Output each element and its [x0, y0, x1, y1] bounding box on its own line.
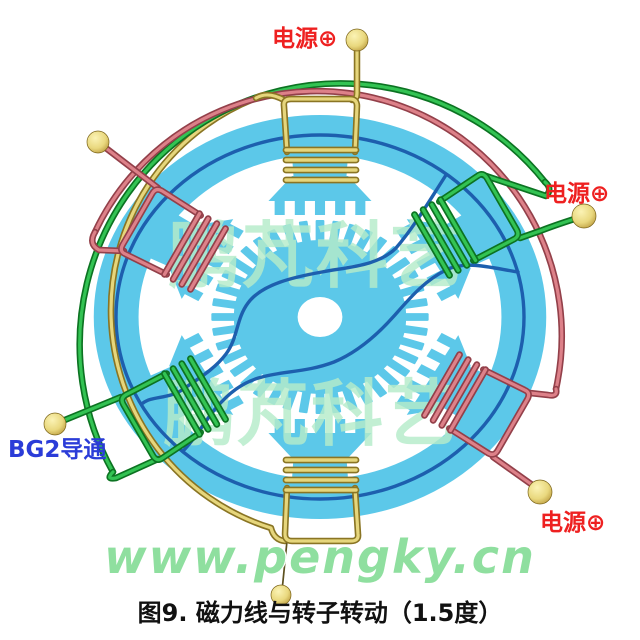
rotor-tooth: [211, 313, 238, 321]
green-arc-hook-bottom: [106, 455, 162, 482]
rotor-tooth: [341, 386, 358, 411]
rotor-tooth: [397, 336, 425, 351]
rotor-tooth: [282, 223, 299, 248]
rotor-tooth: [267, 381, 286, 405]
rotor-tooth: [229, 357, 256, 377]
terminal-ball-bottom-right: [527, 479, 553, 505]
rotor-tooth: [253, 236, 275, 260]
terminal-ball-top: [345, 28, 369, 52]
rotor-tooth: [354, 381, 373, 405]
rotor-tooth: [298, 220, 312, 245]
label-power-bottom-right: 电源⊕: [540, 510, 605, 536]
rotor-tooth: [365, 374, 387, 398]
red-lead-bottomright-ball: [489, 453, 542, 493]
label-power-top: 电源⊕: [272, 26, 337, 52]
terminal-ball-upper-left: [86, 130, 110, 154]
rotor-tooth: [365, 236, 387, 260]
terminal-ball-bottom: [270, 584, 292, 606]
rotor-tooth: [298, 389, 312, 414]
coil-top-yellow: [280, 95, 361, 184]
flux-yoke-loop: [114, 133, 526, 501]
supply-arc-red: [91, 87, 566, 393]
red-arc-hook-right: [526, 385, 560, 399]
pole-coils: [118, 95, 532, 545]
watermark-site-url: www.pengky.cn: [104, 530, 536, 584]
rotor-tooth: [354, 229, 373, 253]
coil-upper-left-red: [118, 186, 229, 293]
rotor-tooth: [212, 324, 239, 336]
rotor-tooth: [215, 336, 243, 351]
rotor-tooth: [229, 257, 256, 277]
coil-lower-right-red: [421, 351, 532, 458]
rotor-tooth: [384, 257, 411, 277]
yellow-lead-top-coil: [252, 91, 288, 104]
rotor-tooth: [221, 347, 248, 365]
phase-wiring: [51, 40, 588, 592]
supply-arc-yellow: [107, 94, 289, 545]
green-lead-bg2-ball: [51, 393, 125, 428]
red-arc-hook-left: [89, 228, 128, 255]
green-arc-hook-top: [479, 171, 553, 200]
red-lead-upperleft-ball: [94, 138, 162, 192]
label-power-right: 电源⊕: [544, 181, 609, 207]
rotor-tooth: [212, 298, 239, 310]
rotor-tooth: [402, 313, 429, 321]
rotor-tooth: [315, 391, 325, 414]
figure-caption: 图9. 磁力线与转子转动（1.5度）: [138, 599, 503, 627]
label-bg2-conducting: BG2导通: [8, 437, 106, 463]
terminal-ball-right: [571, 203, 597, 229]
rotor-tooth: [341, 223, 358, 248]
coil-lower-left-green: [118, 355, 229, 463]
rotor-tooth: [267, 229, 286, 253]
rotor-tooth: [215, 283, 243, 298]
rotor-tooth: [397, 283, 425, 298]
coil-bottom-yellow: [281, 456, 362, 545]
yellow-thin-lead-bottom-ball: [281, 540, 288, 592]
rotor-tooth: [282, 386, 299, 411]
rotor-shaft-hole: [297, 297, 343, 337]
rotor-tooth: [384, 357, 411, 377]
rotor-tooth: [253, 374, 275, 398]
rotor-tooth: [328, 220, 342, 245]
rotor-tooth: [221, 269, 248, 287]
rotor-tooth: [240, 246, 265, 268]
rotor-tooth: [392, 347, 419, 365]
supply-arc-green: [76, 80, 549, 476]
rotor-tooth: [315, 220, 325, 243]
rotor-tooth: [375, 366, 400, 388]
rotor-tooth: [401, 324, 428, 336]
rotor-tooth: [392, 269, 419, 287]
terminal-balls: [43, 28, 597, 606]
terminal-ball-bg2: [43, 412, 67, 436]
coil-upper-right-green: [411, 171, 522, 279]
rotor-tooth: [328, 389, 342, 414]
